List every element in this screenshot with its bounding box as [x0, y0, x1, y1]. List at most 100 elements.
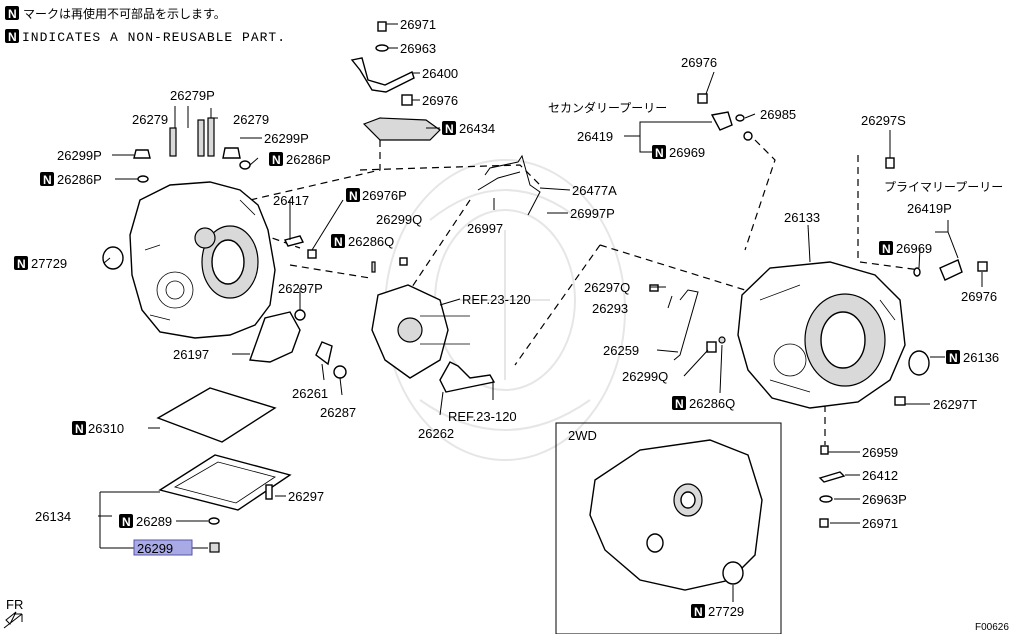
right-column-small-parts — [818, 445, 846, 528]
svg-text:N: N — [882, 242, 891, 256]
label-26419: 26419 — [577, 129, 613, 144]
svg-text:N: N — [675, 397, 684, 411]
label-26997P: 26997P — [570, 206, 615, 221]
valve-body-26434 — [362, 117, 441, 141]
pipe-26293 — [649, 284, 726, 361]
label-26286Q-right: 26286Q — [689, 396, 735, 411]
label-primary-pulley: プライマリープーリー — [884, 180, 1003, 194]
sensor-26985 — [697, 93, 753, 141]
svg-text:N: N — [122, 515, 131, 529]
dashed-leaders — [249, 139, 921, 445]
label-26963P: 26963P — [862, 492, 907, 507]
label-26287: 26287 — [320, 405, 356, 420]
svg-text:N: N — [949, 351, 958, 365]
label-26299-highlighted: 26299 — [137, 541, 173, 556]
tube-26477A — [477, 154, 541, 216]
label-26289: 26289 — [136, 514, 172, 529]
label-26297Q: 26297Q — [584, 280, 630, 295]
label-26959: 26959 — [862, 445, 898, 460]
bolt-26287 — [333, 365, 347, 379]
label-26262: 26262 — [418, 426, 454, 441]
label-26299Q: 26299Q — [376, 212, 422, 227]
label-26976P: 26976P — [362, 188, 407, 203]
label-26963: 26963 — [400, 41, 436, 56]
plate-26261 — [315, 341, 333, 366]
label-fr: FR — [6, 597, 23, 612]
label-26286P: 26286P — [286, 152, 331, 167]
svg-text:N: N — [8, 7, 17, 21]
label-inset-2wd: 2WD — [568, 428, 597, 443]
label-26976-far: 26976 — [961, 289, 997, 304]
label-26419P: 26419P — [907, 201, 952, 216]
legend-jp: N マークは再使用不可部品を示します。 — [5, 6, 226, 21]
label-26477A: 26477A — [572, 183, 617, 198]
label-26136: 26136 — [963, 350, 999, 365]
svg-text:N: N — [694, 605, 703, 619]
seal-27729-left — [102, 246, 124, 270]
svg-text:マークは再使用不可部品を示します。: マークは再使用不可部品を示します。 — [23, 6, 226, 21]
label-26400: 26400 — [422, 66, 458, 81]
svg-text:N: N — [445, 122, 454, 136]
label-26417: 26417 — [273, 193, 309, 208]
sensor-26419P — [913, 259, 988, 281]
svg-text:N: N — [349, 189, 358, 203]
svg-text:N: N — [17, 257, 26, 271]
label-26997: 26997 — [467, 221, 503, 236]
label-26969-right: 26969 — [896, 241, 932, 256]
leader-lines — [98, 23, 983, 602]
svg-text:N: N — [8, 30, 17, 44]
label-26434: 26434 — [459, 121, 495, 136]
label-26197: 26197 — [173, 347, 209, 362]
svg-text:INDICATES A NON-REUSABLE PART.: INDICATES A NON-REUSABLE PART. — [22, 30, 286, 45]
front-arrow-icon — [3, 611, 23, 629]
bracket-26400 — [350, 21, 415, 106]
svg-text:N: N — [75, 422, 84, 436]
label-26297S: 26297S — [861, 113, 906, 128]
label-26310: 26310 — [88, 421, 124, 436]
label-26976: 26976 — [422, 93, 458, 108]
label-ref-bottom: REF.23-120 — [448, 409, 517, 424]
label-26412: 26412 — [862, 468, 898, 483]
label-26299P: 26299P — [264, 131, 309, 146]
bolt-26297T — [894, 396, 906, 406]
label-27729-left: 27729 — [31, 256, 67, 271]
label-26297T: 26297T — [933, 397, 977, 412]
label-26259: 26259 — [603, 343, 639, 358]
label-26279-a: 26279 — [132, 112, 168, 127]
oil-pan-26134 — [158, 454, 292, 511]
gasket-26310 — [156, 387, 277, 443]
studs-26279 — [133, 117, 251, 183]
label-26293: 26293 — [592, 301, 628, 316]
label-26971-bottom: 26971 — [862, 516, 898, 531]
label-26297P: 26297P — [278, 281, 323, 296]
seal-26136 — [908, 350, 930, 376]
bolt-26297S — [885, 157, 895, 169]
plug-26299 — [209, 542, 220, 553]
bracket-26197 — [249, 309, 306, 363]
label-26133: 26133 — [784, 210, 820, 225]
small-parts-center-left — [283, 235, 408, 273]
label-26134: 26134 — [35, 509, 71, 524]
transmission-case-left — [129, 181, 276, 339]
label-secondary-pulley: セカンダリープーリー — [548, 100, 667, 115]
label-26261: 26261 — [292, 386, 328, 401]
label-26299P-left: 26299P — [57, 148, 102, 163]
svg-text:N: N — [43, 173, 52, 187]
link-26262 — [439, 361, 496, 393]
label-26297: 26297 — [288, 489, 324, 504]
label-26969-top: 26969 — [669, 145, 705, 160]
label-26976-right: 26976 — [681, 55, 717, 70]
svg-text:N: N — [334, 235, 343, 249]
label-ref-top: REF.23-120 — [462, 292, 531, 307]
legend-en: N INDICATES A NON-REUSABLE PART. — [5, 29, 286, 45]
label-27729-inset: 27729 — [708, 604, 744, 619]
label-26971: 26971 — [400, 17, 436, 32]
svg-text:N: N — [272, 153, 281, 167]
svg-text:N: N — [655, 146, 664, 160]
part-labels: 26971 26963 26400 26976 N 26434 26279P 2… — [6, 17, 1009, 633]
bolt-26297-bottom — [265, 484, 273, 500]
label-26299Q-right: 26299Q — [622, 369, 668, 384]
inset-2wd — [555, 422, 782, 634]
label-26985: 26985 — [760, 107, 796, 122]
label-26286P-left: 26286P — [57, 172, 102, 187]
